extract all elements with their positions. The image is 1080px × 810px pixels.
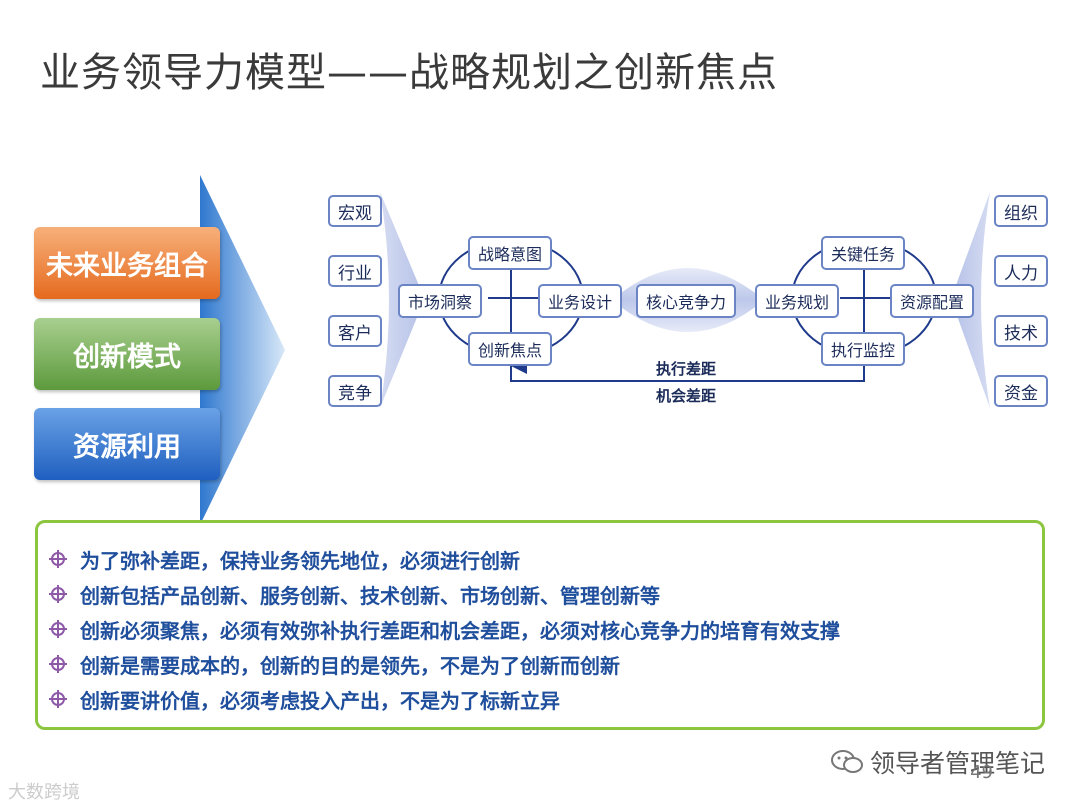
- page-number: 49: [970, 762, 993, 783]
- tag-competition: 竞争: [328, 375, 382, 407]
- innovation-mode-box: 创新模式: [34, 318, 220, 390]
- tag-technology: 技术: [994, 315, 1048, 347]
- crosshair-bullet-icon: [49, 585, 67, 603]
- future-business-portfolio-box: 未来业务组合: [34, 227, 220, 299]
- list-item: 创新包括产品创新、服务创新、技术创新、市场创新、管理创新等: [48, 579, 660, 609]
- bullet-text: 创新包括产品创新、服务创新、技术创新、市场创新、管理创新等: [80, 583, 660, 608]
- crosshair-bullet-icon: [49, 655, 67, 673]
- list-item: 为了弥补差距，保持业务领先地位，必须进行创新: [48, 544, 520, 574]
- node-business-design: 业务设计: [538, 284, 623, 318]
- crosshair-bullet-icon: [49, 690, 67, 708]
- key-points-panel: 为了弥补差距，保持业务领先地位，必须进行创新 创新包括产品创新、服务创新、技术创…: [35, 520, 1045, 730]
- tag-funds: 资金: [994, 375, 1048, 407]
- bullet-text: 创新必须聚焦，必须有效弥补执行差距和机会差距，必须对核心竞争力的培育有效支撑: [80, 618, 840, 643]
- node-execution-monitoring: 执行监控: [821, 332, 906, 366]
- bullet-text: 为了弥补差距，保持业务领先地位，必须进行创新: [80, 548, 520, 573]
- right-arrow-icon: [200, 175, 285, 525]
- page-title: 业务领导力模型——战略规划之创新焦点: [40, 50, 778, 96]
- watermark-text: 领导者管理笔记: [869, 749, 1045, 778]
- label-execution-gap: 执行差距: [656, 360, 717, 378]
- crosshair-bullet-icon: [49, 620, 67, 638]
- node-resource-allocation: 资源配置: [890, 284, 975, 318]
- node-strategic-intent: 战略意图: [468, 236, 553, 270]
- node-core-competence: 核心竞争力: [636, 284, 737, 318]
- list-item: 创新是需要成本的，创新的目的是领先，不是为了创新而创新: [48, 649, 620, 679]
- label-opportunity-gap: 机会差距: [656, 387, 717, 405]
- tag-customer: 客户: [328, 315, 382, 347]
- list-item: 创新必须聚焦，必须有效弥补执行差距和机会差距，必须对核心竞争力的培育有效支撑: [48, 614, 840, 644]
- bullet-text: 创新是需要成本的，创新的目的是领先，不是为了创新而创新: [80, 653, 620, 678]
- corner-logo: 大数跨境: [8, 778, 80, 804]
- crosshair-bullet-icon: [49, 550, 67, 568]
- tag-macro: 宏观: [328, 195, 382, 227]
- corner-logo-text: 大数跨境: [8, 782, 80, 803]
- list-item: 创新要讲价值，必须考虑投入产出，不是为了标新立异: [48, 684, 560, 714]
- node-market-insight: 市场洞察: [398, 284, 483, 318]
- node-innovation-focus: 创新焦点: [468, 332, 553, 366]
- resource-utilization-box: 资源利用: [34, 408, 220, 480]
- bullet-text: 创新要讲价值，必须考虑投入产出，不是为了标新立异: [80, 688, 560, 713]
- wechat-watermark: 领导者管理笔记: [830, 744, 1045, 780]
- node-business-planning: 业务规划: [755, 284, 840, 318]
- tag-manpower: 人力: [994, 255, 1048, 287]
- wechat-icon: [830, 750, 863, 773]
- tag-industry: 行业: [328, 255, 382, 287]
- node-key-tasks: 关键任务: [821, 236, 906, 270]
- tag-organization: 组织: [994, 195, 1048, 227]
